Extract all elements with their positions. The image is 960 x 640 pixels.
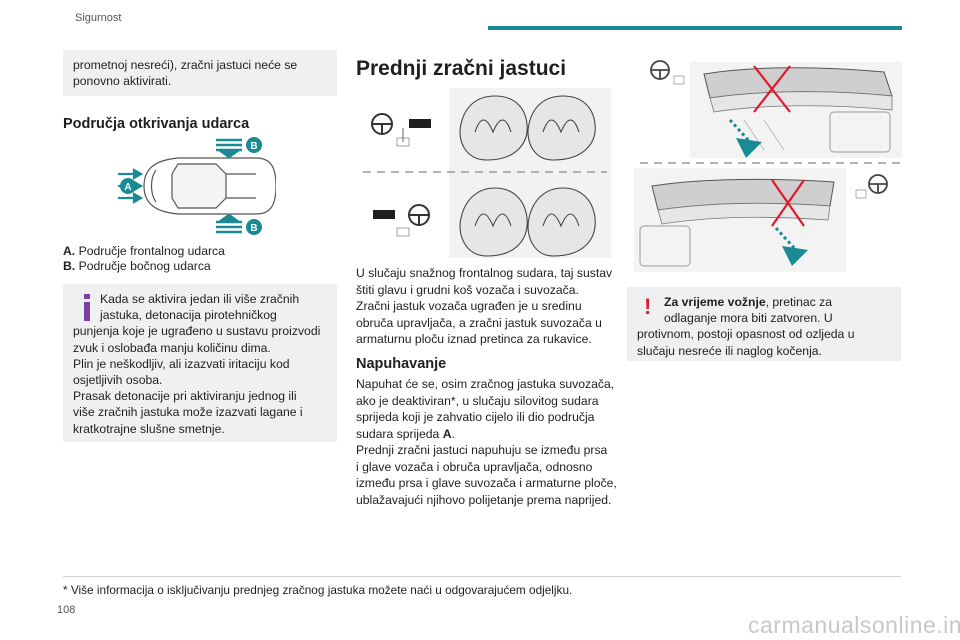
warning-text: Za vrijeme vožnje, pretinac za odlaganje…	[637, 294, 895, 359]
zone-b-bottom-label: B	[250, 223, 257, 234]
para2-line-2: ako je deaktiviran*, u slučaju silovitog…	[356, 393, 599, 408]
steering-icon-bottom	[868, 174, 888, 194]
prohibited-cross-top	[753, 65, 791, 113]
warning-line-1: Za vrijeme vožnje, pretinac za	[637, 294, 895, 310]
warning-box: ! Za vrijeme vožnje, pretinac za odlagan…	[627, 287, 901, 361]
para2-line-4: sudara sprijeda A.	[356, 426, 618, 443]
section-label: Sigurnost	[75, 12, 122, 24]
zone-a-label: A	[124, 182, 131, 193]
steering-icon-top	[650, 60, 670, 80]
info-line-5: Plin je neškodljiv, ali izazvati iritaci…	[73, 356, 290, 371]
open-arrow-bottom	[782, 246, 808, 266]
info-line-9: kratkotrajne slušne smetnje.	[73, 421, 225, 436]
legend-key-a: A.	[63, 244, 76, 258]
header-accent-bar	[488, 26, 902, 30]
info-line-3: punjenja koje je ugrađeno u sustavu proi…	[73, 324, 321, 339]
impact-zones-diagram: A B B	[118, 137, 276, 235]
info-line-8: više zračnih jastuka može izazvati lagan…	[73, 405, 303, 420]
para2-line-7: između prsa i glave suvozača i armaturne…	[356, 476, 617, 490]
para1-line-4: obruča upravljača, a zračni jastuk suvoz…	[356, 315, 602, 330]
exclamation-icon: !	[644, 294, 652, 319]
glovebox-illustration	[634, 60, 902, 272]
airbag-illustration	[363, 88, 611, 258]
para2-line-4-suffix: .	[451, 426, 455, 441]
zone-a-marker	[120, 178, 136, 194]
zone-b-top-label: B	[250, 141, 257, 152]
zone-b-bottom-marker	[246, 219, 262, 235]
info-line-7: Prasak detonacije pri aktiviranju jednog…	[73, 389, 297, 404]
info-line-1: Kada se aktivira jedan ili više zračnih	[100, 292, 300, 306]
warning-line-4: slučaju nesreće ili naglog kočenja.	[637, 343, 822, 358]
open-arrow-top	[736, 138, 762, 158]
glovebox-open-top	[690, 62, 902, 158]
glovebox-open-bottom	[634, 168, 846, 272]
info-line-6: osjetljivih osoba.	[73, 373, 163, 388]
legend-text-a: Područje frontalnog udarca	[78, 244, 225, 258]
passenger-airbag-icon	[408, 204, 430, 226]
warning-bold-text: Za vrijeme vožnje	[664, 295, 766, 309]
intro-note-text: prometnoj nesreći), zračni jastuci neće …	[73, 58, 298, 88]
zones-heading: Područja otkrivanja udarca	[63, 116, 250, 132]
airbag-heads-bottom	[459, 187, 596, 257]
legend-key-b: B.	[63, 259, 76, 273]
para2-line-4-prefix: sudara sprijeda	[356, 426, 443, 441]
para2-line-3: sprijeda koji je zahvatio cijelo ili dio…	[356, 410, 595, 424]
info-icon	[84, 294, 90, 321]
footnote: * Više informacija o isključivanju predn…	[63, 583, 573, 597]
info-box: Kada se aktivira jedan ili više zračnih …	[63, 284, 337, 442]
watermark: carmanualsonline.info	[748, 612, 960, 638]
para2-line-5: Prednji zračni jastuci napuhuju se izmeđ…	[356, 443, 608, 457]
airbag-heads-top	[459, 95, 596, 161]
legend-item-b: B. Područje bočnog udarca	[63, 259, 211, 273]
para1-line-2: štiti glavu i grudni koš vozača i suvoza…	[356, 282, 579, 297]
driver-airbag-icon	[371, 113, 393, 135]
warning-line-3: protivnom, postoji opasnost od ozljeda u	[637, 327, 855, 342]
para2-line-6: i glave vozača i obruča upravljača, odno…	[356, 459, 593, 474]
side-impact-arrows-top	[216, 138, 242, 159]
footnote-rule	[63, 576, 901, 577]
para2-line-1: Napuhat će se, osim zračnog jastuka suvo…	[356, 377, 615, 391]
para2-line-8: ublažavajući njihovo polijetanje prema n…	[356, 492, 612, 507]
subheading-inflation: Napuhavanje	[356, 356, 447, 372]
warning-line-1-rest: , pretinac za	[765, 295, 832, 309]
page-title: Prednji zračni jastuci	[356, 57, 567, 80]
para1-line-1: U slučaju snažnog frontalnog sudara, taj…	[356, 266, 613, 280]
car-top-view	[143, 157, 276, 215]
para2-zone-ref: A	[442, 426, 452, 441]
warning-line-2: odlaganje mora biti zatvoren. U	[664, 311, 833, 326]
info-line-4: zvuk i oslobađa manju količinu dima.	[73, 340, 271, 355]
legend-item-a: A. Područje frontalnog udarca	[63, 244, 225, 258]
intro-paragraph: U slučaju snažnog frontalnog sudara, taj…	[356, 265, 618, 348]
info-text: Kada se aktivira jedan ili više zračnih …	[73, 291, 329, 437]
para1-line-5: armaturnu ploču iznad pretinca za rukavi…	[356, 332, 592, 346]
page-number: 108	[57, 604, 76, 616]
intro-note-box: prometnoj nesreći), zračni jastuci neće …	[63, 50, 337, 96]
para1-line-3: Zračni jastuk vozača ugrađen je u sredin…	[356, 299, 582, 313]
side-impact-arrows-bottom	[216, 213, 242, 234]
legend-text-b: Područje bočnog udarca	[78, 259, 211, 273]
inflation-paragraph: Napuhat će se, osim zračnog jastuka suvo…	[356, 376, 618, 508]
zone-b-top-marker	[246, 137, 262, 153]
prohibited-cross-bottom	[771, 179, 805, 227]
info-line-2: jastuka, detonacija pirotehničkog	[100, 308, 277, 323]
